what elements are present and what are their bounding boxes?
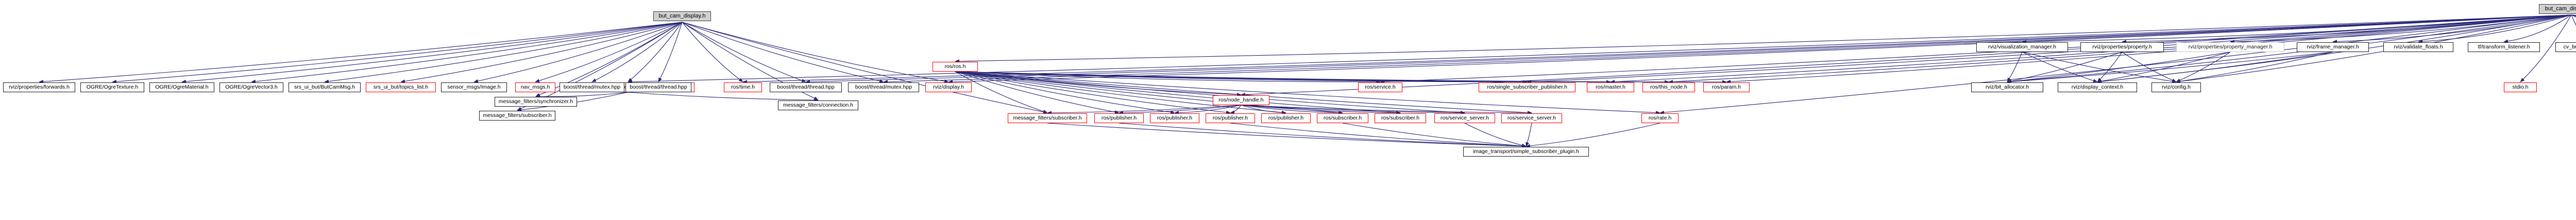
graph-node[interactable]: ros/publisher.h	[1206, 113, 1255, 123]
graph-node[interactable]: ros/single_subscriber_publisher.h	[1479, 82, 1575, 92]
graph-node[interactable]: boost/thread/mutex.hpp	[560, 82, 624, 92]
graph-node[interactable]: cv_bridge/cv_bridge.h	[2555, 42, 2576, 52]
graph-node[interactable]: message_filters/synchronizer.h	[495, 97, 577, 107]
graph-node[interactable]: rviz/properties/property.h	[2080, 42, 2164, 52]
graph-node[interactable]: nav_msgs.h	[515, 82, 555, 92]
graph-node[interactable]: tf/transform_listener.h	[2468, 42, 2540, 52]
graph-node[interactable]: sensor_msgs/Image.h	[441, 82, 507, 92]
graph-node[interactable]: rviz/display.h	[925, 82, 972, 92]
graph-node[interactable]: ros/subscriber.h	[1317, 113, 1368, 123]
graph-node[interactable]: ros/publisher.h	[1150, 113, 1199, 123]
graph-node[interactable]: ros/this_node.h	[1642, 82, 1695, 92]
graph-node[interactable]: ros/time.h	[724, 82, 762, 92]
graph-node[interactable]: srs_ui_but/ButCamMsg.h	[289, 82, 361, 92]
graph-node[interactable]: boost/thread/mutex.hpp	[848, 82, 919, 92]
graph-node[interactable]: stdio.h	[2504, 82, 2537, 92]
graph-node[interactable]: message_filters/subscriber.h	[1008, 113, 1087, 123]
graph-node[interactable]: image_transport/simple_subscriber_plugin…	[1463, 147, 1589, 157]
graph-node[interactable]: ros/service_server.h	[1434, 113, 1495, 123]
graph-node[interactable]: but_cam_display.h	[653, 11, 711, 21]
graph-node[interactable]: message_filters/connection.h	[778, 100, 858, 110]
graph-node[interactable]: rviz/validate_floats.h	[2383, 42, 2453, 52]
graph-node[interactable]: OGRE/OgreVector3.h	[219, 82, 283, 92]
graph-node[interactable]: rviz/bit_allocator.h	[1971, 82, 2043, 92]
graph-node[interactable]: rviz/frame_manager.h	[2297, 42, 2369, 52]
graph-node[interactable]: boost/thread/thread.hpp	[770, 82, 842, 92]
graph-node[interactable]: but_cam_display.cpp	[2539, 4, 2576, 14]
graph-node[interactable]: message_filters/subscriber.h	[479, 111, 555, 121]
graph-node[interactable]: ros/rate.h	[1641, 113, 1679, 123]
graph-node[interactable]: ros/service_server.h	[1501, 113, 1562, 123]
graph-node[interactable]: OGRE/OgreMaterial.h	[149, 82, 214, 92]
graph-node[interactable]: ros/service.h	[1358, 82, 1402, 92]
graph-node[interactable]: ros/master.h	[1587, 82, 1634, 92]
graph-node[interactable]: boost/thread/thread.hpp	[625, 82, 691, 92]
graph-node[interactable]: ros/subscriber.h	[1375, 113, 1426, 123]
graph-node[interactable]: ros/ros.h	[933, 62, 978, 72]
graph-node[interactable]: srs_ui_but/topics_list.h	[366, 82, 436, 92]
graph-node[interactable]: rviz/config.h	[2151, 82, 2201, 92]
graph-node[interactable]: ros/publisher.h	[1261, 113, 1311, 123]
graph-node[interactable]: rviz/visualization_manager.h	[1976, 42, 2068, 52]
graph-node[interactable]: rviz/display_context.h	[2058, 82, 2137, 92]
graph-node[interactable]: OGRE/OgreTexture.h	[80, 82, 144, 92]
graph-node[interactable]: ros/node_handle.h	[1213, 95, 1269, 105]
graph-node[interactable]: ros/publisher.h	[1094, 113, 1144, 123]
graph-node[interactable]: rviz/properties/property_manager.h	[2176, 42, 2284, 52]
graph-node[interactable]: ros/param.h	[1703, 82, 1750, 92]
graph-node[interactable]: rviz/properties/forwards.h	[3, 82, 75, 92]
